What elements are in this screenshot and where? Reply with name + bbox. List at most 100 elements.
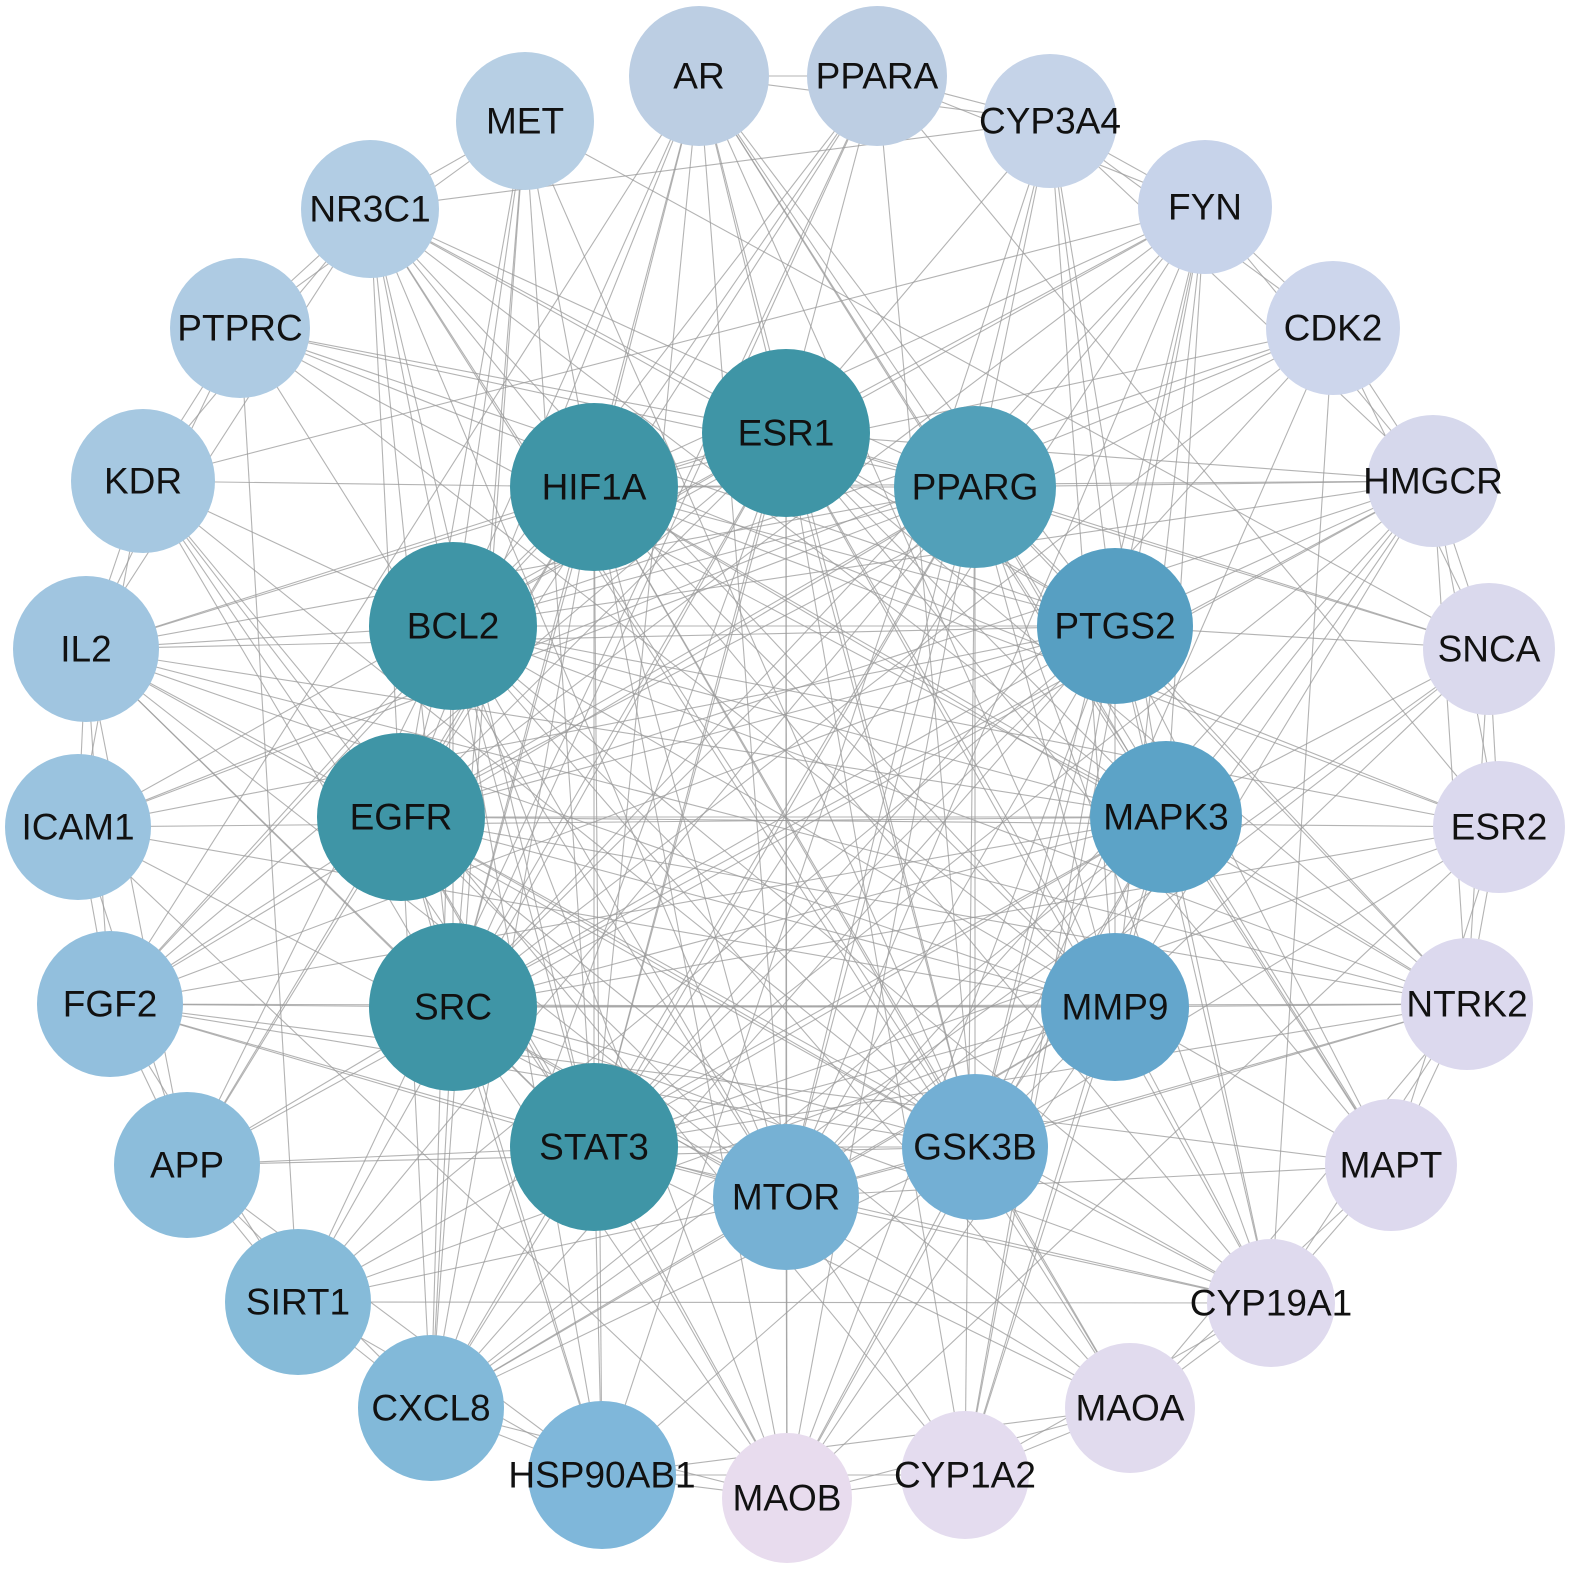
node-ar[interactable]: AR (629, 6, 769, 146)
node-circle[interactable] (1367, 415, 1499, 547)
node-hif1a[interactable]: HIF1A (510, 403, 678, 571)
node-sirt1[interactable]: SIRT1 (225, 1229, 371, 1375)
node-label: HSP90AB1 (508, 1455, 695, 1496)
node-snca[interactable]: SNCA (1423, 583, 1555, 715)
node-circle[interactable] (170, 258, 310, 398)
node-met[interactable]: MET (456, 52, 594, 190)
edge-cyp1a2-mapk3 (964, 816, 1167, 1476)
node-mtor[interactable]: MTOR (713, 1124, 859, 1270)
node-kdr[interactable]: KDR (71, 409, 215, 553)
node-icam1[interactable]: ICAM1 (5, 754, 151, 900)
node-il2[interactable]: IL2 (13, 576, 159, 722)
edge-nr3c1-egfr (369, 208, 402, 818)
node-app[interactable]: APP (114, 1092, 260, 1238)
node-circle[interactable] (369, 923, 537, 1091)
node-circle[interactable] (901, 1411, 1029, 1539)
edge-il2-ptgs2 (85, 625, 1116, 650)
node-mapt[interactable]: MAPT (1325, 1099, 1457, 1231)
edge-cyp1a2-kdr (142, 480, 966, 1476)
edge-fyn-src (452, 206, 1206, 1008)
edge-esr2-ptprc (239, 327, 1500, 828)
node-circle[interactable] (702, 349, 870, 517)
node-cdk2[interactable]: CDK2 (1266, 261, 1400, 395)
node-cxcl8[interactable]: CXCL8 (358, 1335, 504, 1481)
node-cyp1a2[interactable]: CYP1A2 (894, 1411, 1036, 1539)
node-circle[interactable] (5, 754, 151, 900)
edge-ar-mtor (698, 75, 787, 1198)
edge-cdk2-cyp19a1 (1270, 327, 1334, 1304)
node-circle[interactable] (1266, 261, 1400, 395)
node-circle[interactable] (1325, 1099, 1457, 1231)
node-circle[interactable] (722, 1433, 852, 1563)
node-circle[interactable] (894, 406, 1056, 568)
node-hsp90ab1[interactable]: HSP90AB1 (508, 1401, 696, 1549)
node-circle[interactable] (71, 409, 215, 553)
node-circle[interactable] (1138, 140, 1272, 274)
edge-fgf2-stat3 (109, 1003, 595, 1148)
node-label: ESR2 (1451, 807, 1548, 848)
node-ptgs2[interactable]: PTGS2 (1037, 548, 1193, 704)
edge-cdk2-bcl2 (452, 327, 1334, 627)
node-ptprc[interactable]: PTPRC (170, 258, 310, 398)
edge-esr1-mmp9 (785, 432, 1116, 1008)
node-circle[interactable] (713, 1124, 859, 1270)
node-cyp19a1[interactable]: CYP19A1 (1190, 1239, 1353, 1367)
node-circle[interactable] (902, 1074, 1048, 1220)
node-src[interactable]: SRC (369, 923, 537, 1091)
node-circle[interactable] (807, 6, 947, 146)
node-circle[interactable] (1041, 933, 1189, 1081)
node-circle[interactable] (369, 542, 537, 710)
node-circle[interactable] (456, 52, 594, 190)
node-hmgcr[interactable]: HMGCR (1363, 415, 1503, 547)
node-circle[interactable] (1401, 938, 1533, 1070)
node-mapk3[interactable]: MAPK3 (1090, 741, 1242, 893)
node-nr3c1[interactable]: NR3C1 (301, 140, 439, 278)
node-maoa[interactable]: MAOA (1065, 1343, 1195, 1473)
node-circle[interactable] (1090, 741, 1242, 893)
node-esr2[interactable]: ESR2 (1433, 761, 1565, 893)
node-egfr[interactable]: EGFR (317, 733, 485, 901)
node-circle[interactable] (114, 1092, 260, 1238)
node-stat3[interactable]: STAT3 (510, 1063, 678, 1231)
node-circle[interactable] (1423, 583, 1555, 715)
node-maob[interactable]: MAOB (722, 1433, 852, 1563)
edge-maob-bcl2 (452, 625, 788, 1499)
node-circle[interactable] (1065, 1343, 1195, 1473)
node-circle[interactable] (528, 1401, 676, 1549)
edge-ptgs2-egfr (400, 625, 1116, 818)
node-circle[interactable] (225, 1229, 371, 1375)
node-label: IL2 (60, 629, 111, 670)
node-circle[interactable] (1207, 1239, 1335, 1367)
node-circle[interactable] (13, 576, 159, 722)
node-ppara[interactable]: PPARA (807, 6, 947, 146)
edge-bcl2-gsk3b (452, 625, 976, 1148)
node-circle[interactable] (629, 6, 769, 146)
node-label: NR3C1 (309, 189, 430, 230)
node-circle[interactable] (510, 1063, 678, 1231)
node-circle[interactable] (358, 1335, 504, 1481)
node-gsk3b[interactable]: GSK3B (902, 1074, 1048, 1220)
edge-cxcl8-mapk3 (430, 816, 1167, 1409)
node-fyn[interactable]: FYN (1138, 140, 1272, 274)
edge-fgf2-gsk3b (109, 1003, 976, 1148)
node-circle[interactable] (317, 733, 485, 901)
node-cyp3a4[interactable]: CYP3A4 (979, 54, 1121, 188)
node-circle[interactable] (1433, 761, 1565, 893)
node-ntrk2[interactable]: NTRK2 (1401, 938, 1533, 1070)
node-mmp9[interactable]: MMP9 (1041, 933, 1189, 1081)
node-esr1[interactable]: ESR1 (702, 349, 870, 517)
node-circle[interactable] (37, 931, 183, 1077)
edge-ntrk2-src (452, 1003, 1468, 1008)
edge-cyp3a4-ptgs2 (1049, 120, 1116, 627)
node-circle[interactable] (301, 140, 439, 278)
edge-hmgcr-ntrk2 (1432, 480, 1468, 1005)
edge-fgf2-mapk3 (109, 816, 1167, 1005)
node-bcl2[interactable]: BCL2 (369, 542, 537, 710)
edge-hsp90ab1-gsk3b (601, 1146, 976, 1476)
edge-fgf2-mmp9 (109, 1003, 1116, 1008)
node-pparg[interactable]: PPARG (894, 406, 1056, 568)
node-circle[interactable] (510, 403, 678, 571)
node-circle[interactable] (1037, 548, 1193, 704)
node-fgf2[interactable]: FGF2 (37, 931, 183, 1077)
node-circle[interactable] (983, 54, 1117, 188)
